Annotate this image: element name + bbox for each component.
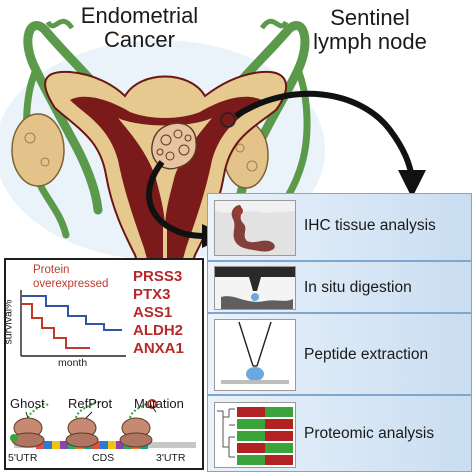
- survival-curve-overexpressed: [21, 303, 90, 349]
- mutation-label: Mutation: [134, 396, 184, 411]
- curved-arrow-icon: [234, 90, 415, 179]
- extraction-thumbnail: [214, 319, 296, 391]
- step-digestion-label: In situ digestion: [304, 279, 412, 296]
- protein-name: ALDH2: [133, 322, 184, 339]
- step-digestion: In situ digestion: [207, 261, 472, 313]
- survival-curve-low-expression: [21, 295, 122, 331]
- refprot-label: RefProt: [68, 396, 113, 411]
- step-extraction: Peptide extraction: [207, 313, 472, 395]
- protein-overexpressed-label: Protein overexpressed: [33, 264, 109, 290]
- step-ihc: IHC tissue analysis: [207, 193, 472, 261]
- pipette-icon: [215, 320, 295, 390]
- y-axis-label: survival%: [2, 299, 15, 345]
- curved-arrow-icon: [146, 160, 206, 239]
- survival-panel: Protein overexpressed survival% month PR…: [2, 258, 204, 470]
- ghost-label: Ghost: [10, 396, 45, 411]
- ribosome-icon: [65, 401, 105, 448]
- x-axis-label: month: [58, 357, 88, 369]
- protein-name: PTX3: [133, 286, 171, 303]
- utr5-label: 5'UTR: [8, 452, 38, 464]
- workflow-steps: IHC tissue analysis In situ digestion: [207, 193, 472, 472]
- step-extraction-label: Peptide extraction: [304, 346, 429, 363]
- protein-name: ASS1: [133, 304, 173, 321]
- digestion-thumbnail: [214, 266, 296, 310]
- lymph-node-marker: [220, 112, 236, 128]
- step-ihc-label: IHC tissue analysis: [304, 217, 436, 234]
- panel-graphics: [10, 290, 196, 449]
- protein-list: PRSS3 PTX3 ASS1 ALDH2 ANXA1: [133, 268, 184, 358]
- step-proteomic-label: Proteomic analysis: [304, 425, 435, 442]
- protein-name: PRSS3: [133, 268, 183, 285]
- arrowhead-icon: [398, 170, 426, 198]
- step-proteomic: Proteomic analysis: [207, 395, 472, 472]
- endometrial-cancer-title: Endometrial Cancer: [80, 3, 199, 52]
- sentinel-lymph-node-title: Sentinel lymph node: [313, 5, 427, 54]
- left-ovary: [11, 113, 65, 187]
- cds-label: CDS: [92, 452, 115, 464]
- ribosome-icon: [10, 403, 51, 448]
- right-fimbria: [259, 18, 289, 30]
- utr3-label: 3'UTR: [156, 452, 186, 464]
- utr3-segment: [148, 442, 196, 448]
- ihc-thumbnail: [214, 200, 296, 256]
- protein-name: ANXA1: [133, 340, 184, 357]
- ribosome-icon: [119, 399, 159, 448]
- left-fimbria: [45, 18, 75, 30]
- tumor-mass: [151, 122, 197, 170]
- heatmap-thumbnail: [214, 402, 296, 468]
